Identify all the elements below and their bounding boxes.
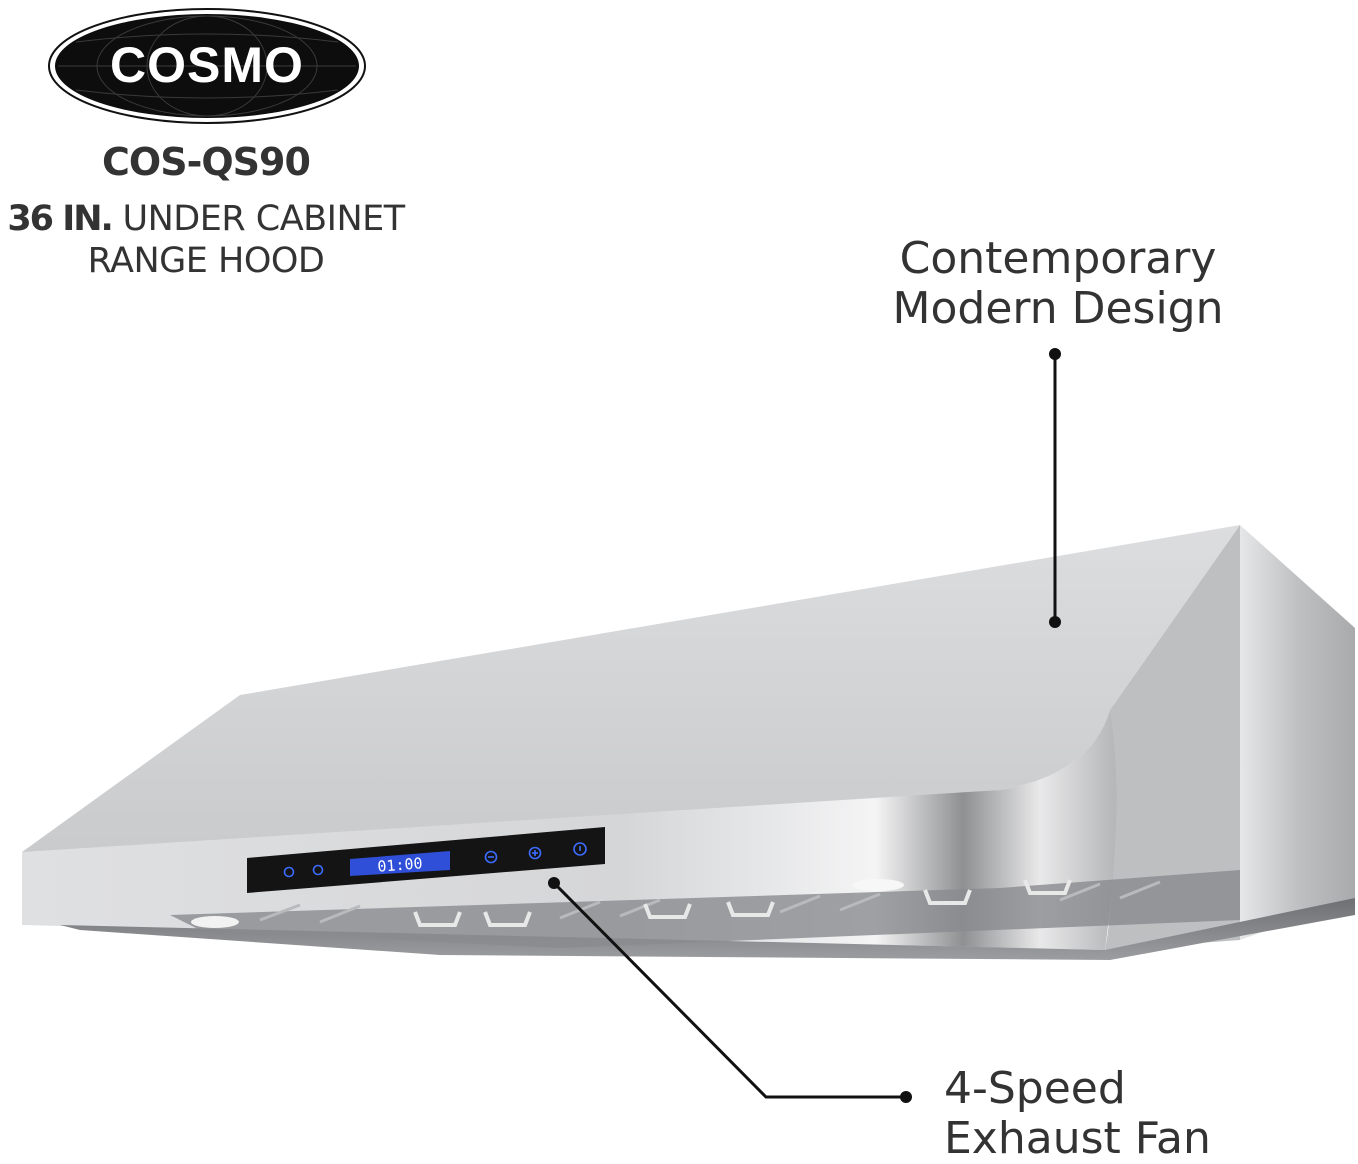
model-number: COS-QS90	[102, 140, 311, 184]
description-line-1: 36 IN. UNDER CABINET	[0, 198, 412, 240]
hood-top-surface	[22, 525, 1240, 860]
control-panel: 01:00	[247, 827, 605, 893]
fan-callout-pointer	[548, 877, 912, 1103]
fan-callout-line-2: Exhaust Fan	[944, 1113, 1211, 1164]
design-callout-line-2: Modern Design	[892, 283, 1224, 334]
light-left	[191, 916, 239, 928]
filter-handles	[413, 879, 1072, 927]
minus-button-icon	[484, 850, 498, 864]
hood-underside	[60, 898, 1355, 960]
design-callout-line-1: Contemporary	[899, 233, 1217, 284]
light-right	[852, 879, 904, 891]
logo-text: COSMO	[110, 37, 304, 93]
light-button-icon	[312, 864, 324, 876]
filter-grille	[170, 870, 1240, 948]
design-callout-pointer	[1049, 348, 1061, 628]
plus-button-icon	[528, 846, 542, 860]
power-button-icon	[573, 842, 587, 856]
type-label-1: UNDER CABINET	[122, 199, 405, 239]
type-label-2: RANGE HOOD	[87, 241, 325, 281]
design-callout: Contemporary Modern Design	[858, 234, 1258, 334]
hood-side-panel	[1240, 525, 1355, 940]
hood-front-face	[22, 710, 1117, 950]
timer-icon	[283, 866, 295, 878]
cosmo-logo: COSMO	[46, 6, 368, 126]
display-screen	[350, 851, 450, 876]
product-description: 36 IN. UNDER CABINET RANGE HOOD	[0, 198, 412, 282]
display-value: 01:00	[377, 854, 423, 876]
fan-callout: 4-Speed Exhaust Fan	[944, 1064, 1344, 1164]
size-label: 36 IN.	[7, 199, 114, 239]
hood-corner-curve	[1100, 525, 1240, 950]
fan-callout-line-1: 4-Speed	[944, 1063, 1126, 1114]
